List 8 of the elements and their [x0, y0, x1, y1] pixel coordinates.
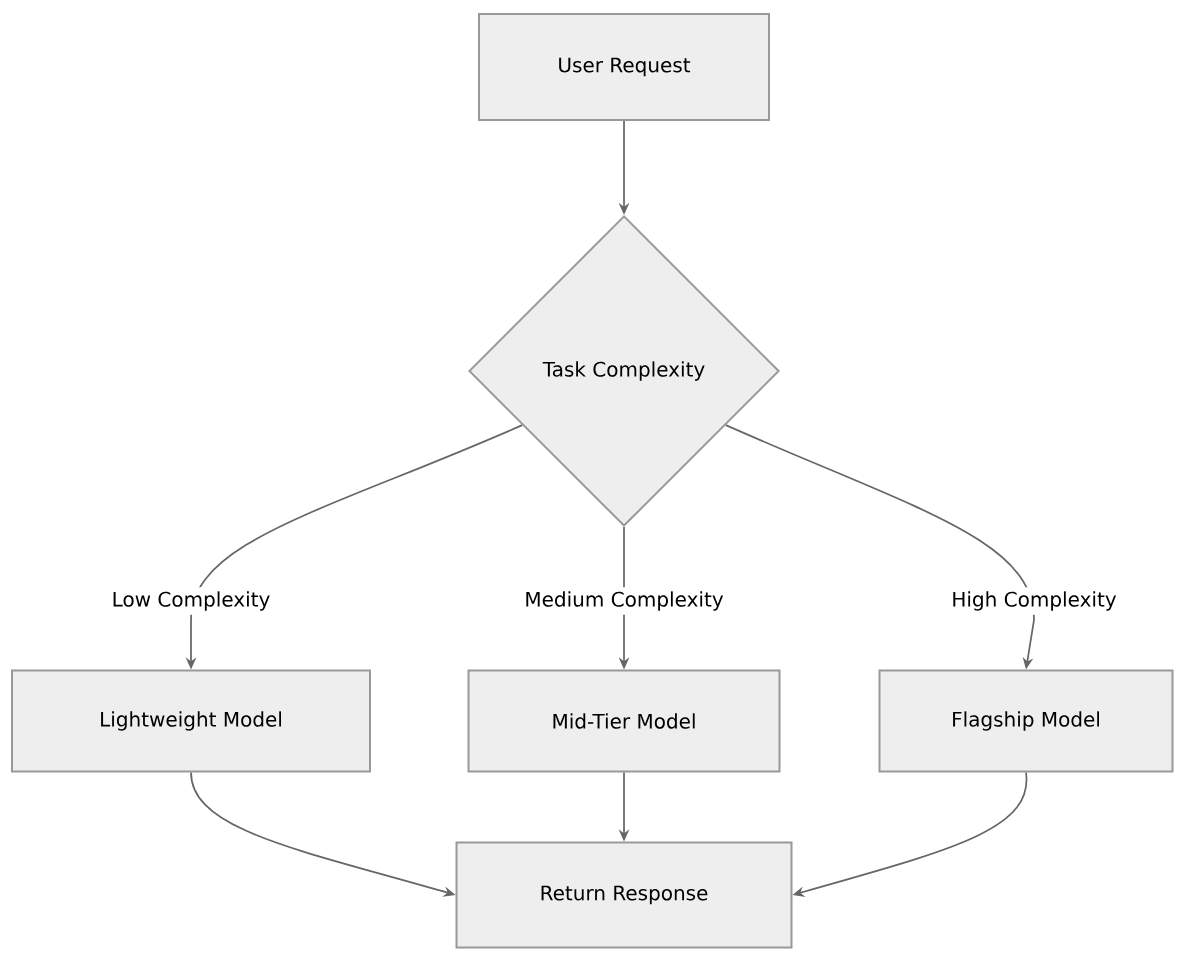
- edge-label: Low Complexity: [107, 587, 275, 615]
- process-box: Mid-Tier Model: [467, 669, 781, 773]
- process-box: Return Response: [455, 841, 793, 949]
- edge-label: High Complexity: [947, 587, 1121, 615]
- edge-label: Medium Complexity: [520, 587, 728, 615]
- process-box: Flagship Model: [878, 669, 1174, 773]
- process-box: Lightweight Model: [11, 669, 371, 773]
- process-box: User Request: [478, 13, 770, 121]
